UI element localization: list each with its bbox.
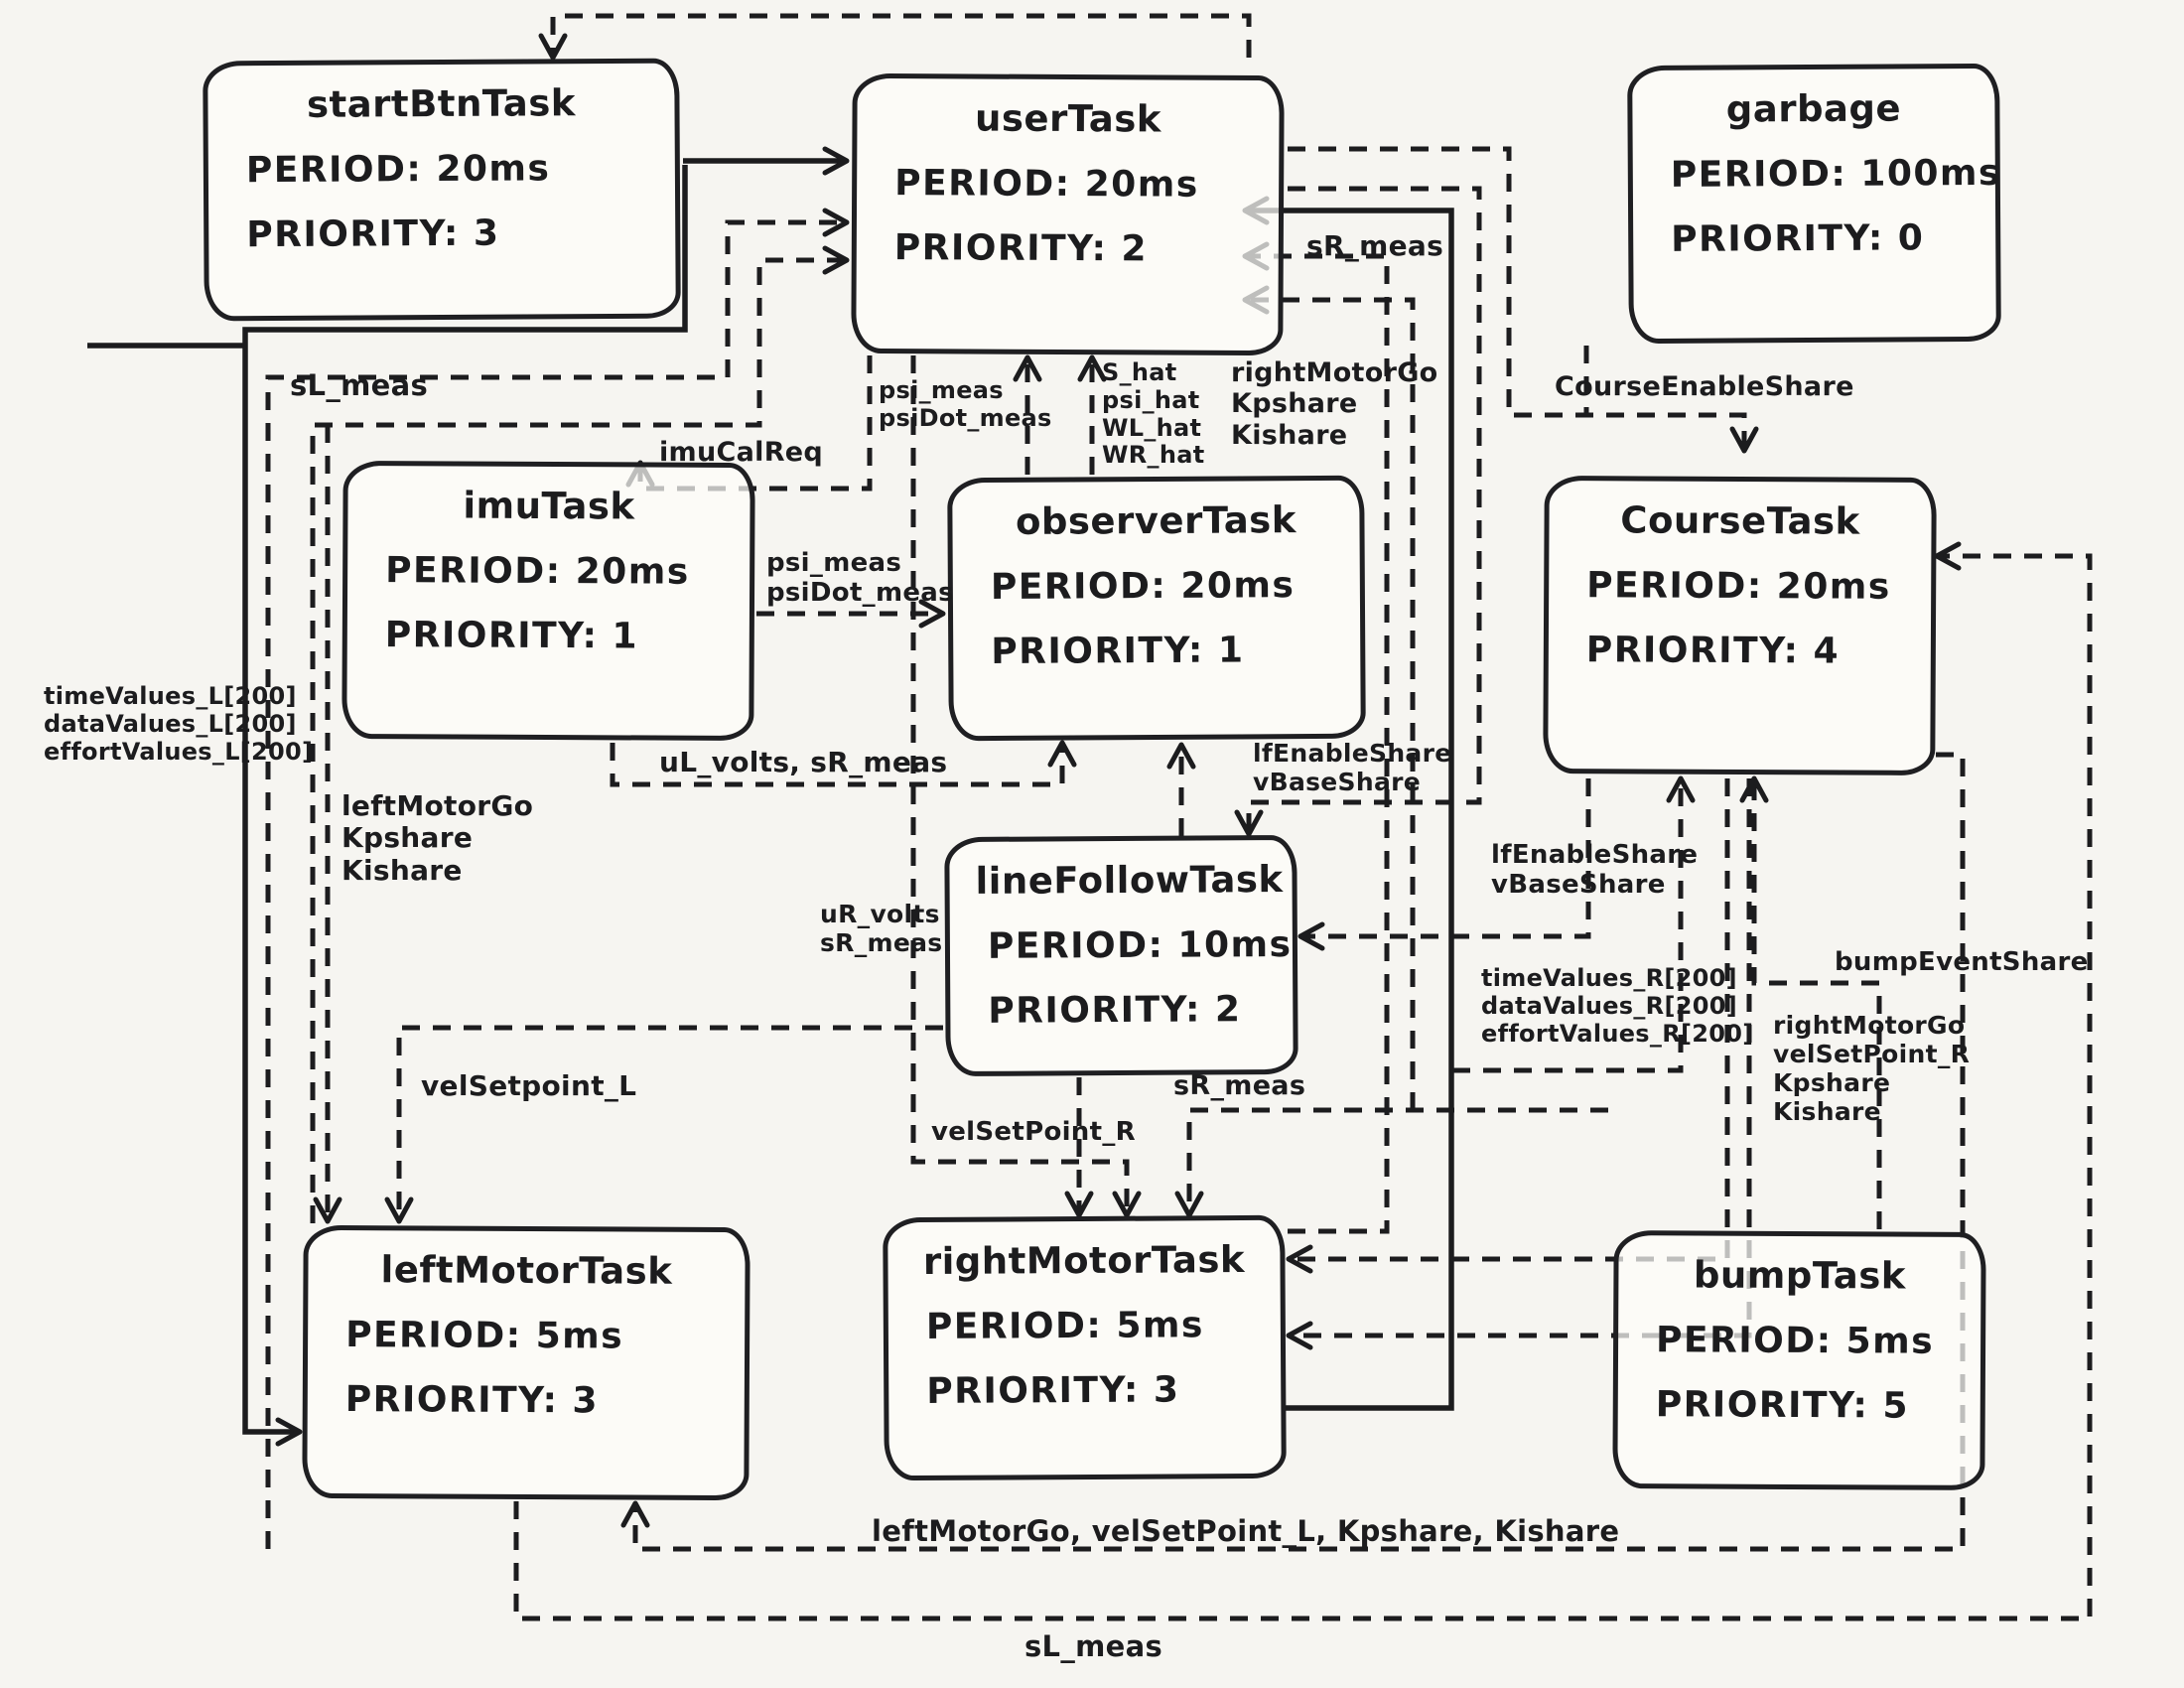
edge-lf-enable-right-line xyxy=(1297,778,1591,951)
edge-label-sr-meas-mid: sR_meas xyxy=(1173,1070,1306,1101)
edge-label-sl-meas-top: sL_meas xyxy=(290,368,429,402)
edge-label-sr-meas-top: sR_meas xyxy=(1306,229,1444,262)
task-title-garbage: garbage xyxy=(1725,86,1902,131)
edge-label-sl-meas-bottom: sL_meas xyxy=(1024,1629,1163,1663)
task-period-bumpTask: PERIOD: 5ms xyxy=(1655,1320,1935,1362)
task-priority-rightMotorTask: PRIORITY: 3 xyxy=(926,1369,1180,1412)
task-title-rightMotorTask: rightMotorTask xyxy=(922,1238,1246,1283)
task-period-startBtnTask: PERIOD: 20ms xyxy=(245,148,551,192)
task-priority-lineFollowTask: PRIORITY: 2 xyxy=(988,989,1242,1032)
edge-course-rm-a xyxy=(1286,778,1730,1274)
task-period-lineFollowTask: PERIOD: 10ms xyxy=(987,923,1293,967)
edge-rm-user-2 xyxy=(1242,285,1416,1110)
task-title-userTask: userTask xyxy=(975,96,1162,141)
task-priority-bumpTask: PRIORITY: 5 xyxy=(1655,1384,1910,1427)
task-title-leftMotorTask: leftMotorTask xyxy=(380,1248,673,1293)
task-period-imuTask: PERIOD: 20ms xyxy=(385,550,690,593)
edge-label-timevals-r: timeValues_R[200] dataValues_R[200] effo… xyxy=(1481,964,1754,1048)
task-period-CourseTask: PERIOD: 20ms xyxy=(1586,565,1891,608)
task-period-userTask: PERIOD: 20ms xyxy=(894,163,1199,206)
edge-label-ul-volts: uL_volts, sR_meas xyxy=(659,746,948,778)
task-title-imuTask: imuTask xyxy=(463,484,635,528)
edge-top-loop xyxy=(538,13,1252,61)
edge-srmeas-loop xyxy=(1242,196,1454,1411)
edge-label-imu-cal-req: imuCalReq xyxy=(659,437,824,468)
edge-label-rmgo-user: rightMotorGo Kpshare Kishare xyxy=(1231,357,1438,451)
task-title-bumpTask: bumpTask xyxy=(1693,1253,1907,1298)
task-priority-leftMotorTask: PRIORITY: 3 xyxy=(344,1379,600,1422)
edge-rm-user-1 xyxy=(1242,241,1390,1234)
edge-sr-mid-line xyxy=(1174,1107,1608,1218)
edge-label-course-enable: CourseEnableShare xyxy=(1555,371,1854,402)
task-priority-startBtnTask: PRIORITY: 3 xyxy=(246,212,500,256)
task-priority-observerTask: PRIORITY: 1 xyxy=(991,630,1245,673)
edge-label-timevals-l: timeValues_L[200] dataValues_L[200] effo… xyxy=(44,682,314,766)
task-priority-imuTask: PRIORITY: 1 xyxy=(384,615,639,657)
edge-velset-l-line xyxy=(384,1025,943,1224)
task-period-garbage: PERIOD: 100ms xyxy=(1670,152,2002,196)
edge-label-lmgo-left: leftMotorGo Kpshare Kishare xyxy=(341,789,534,887)
edge-sl-to-user-1 xyxy=(265,208,850,1549)
edge-label-velset-l: velSetpoint_L xyxy=(421,1069,637,1102)
edge-label-hat-group: S_hat psi_hat WL_hat WR_hat xyxy=(1102,358,1205,470)
edge-label-lmgo-bottom: leftMotorGo, velSetPoint_L, Kpshare, Kis… xyxy=(872,1514,1620,1548)
edge-label-bump-event: bumpEventShare xyxy=(1835,947,2089,977)
task-priority-garbage: PRIORITY: 0 xyxy=(1671,217,1925,260)
edge-lf-enable-top xyxy=(1234,186,1482,837)
edge-label-velset-r: velSetPoint_R xyxy=(931,1117,1136,1147)
edge-timevalr-course xyxy=(1452,775,1696,1073)
edge-bump-event-line xyxy=(1739,775,1882,1229)
edge-lmgo-bottom-line xyxy=(620,752,1966,1552)
edge-sl-bottom xyxy=(513,541,2093,1621)
edge-label-psi-meas-up: psi_meas psiDot_meas xyxy=(879,376,1052,432)
task-title-CourseTask: CourseTask xyxy=(1620,498,1860,543)
edge-label-psi-meas-mid: psi_meas psiDot_meas xyxy=(766,548,954,609)
edge-label-rmgo-right: rightMotorGo velSetPoint_R Kpshare Kisha… xyxy=(1773,1011,1971,1126)
task-period-leftMotorTask: PERIOD: 5ms xyxy=(345,1315,624,1357)
edge-left-loop xyxy=(242,165,688,1447)
task-priority-CourseTask: PRIORITY: 4 xyxy=(1585,630,1841,672)
task-title-observerTask: observerTask xyxy=(1015,498,1297,543)
task-title-lineFollowTask: lineFollowTask xyxy=(975,858,1284,903)
edge-sl-to-user-2 xyxy=(310,245,850,1223)
task-title-startBtnTask: startBtnTask xyxy=(306,81,577,126)
edge-label-ur-volts: uR_volts sR_meas xyxy=(820,900,943,957)
edge-label-lf-enable-mid: lfEnableShare vBaseShare xyxy=(1253,739,1452,796)
edge-label-lf-enable-right: lfEnableShare vBaseShare xyxy=(1491,840,1699,901)
edge-ur-volts-line xyxy=(910,355,1142,1218)
task-period-rightMotorTask: PERIOD: 5ms xyxy=(925,1305,1204,1347)
task-period-observerTask: PERIOD: 20ms xyxy=(990,565,1296,609)
task-priority-userTask: PRIORITY: 2 xyxy=(893,227,1149,270)
